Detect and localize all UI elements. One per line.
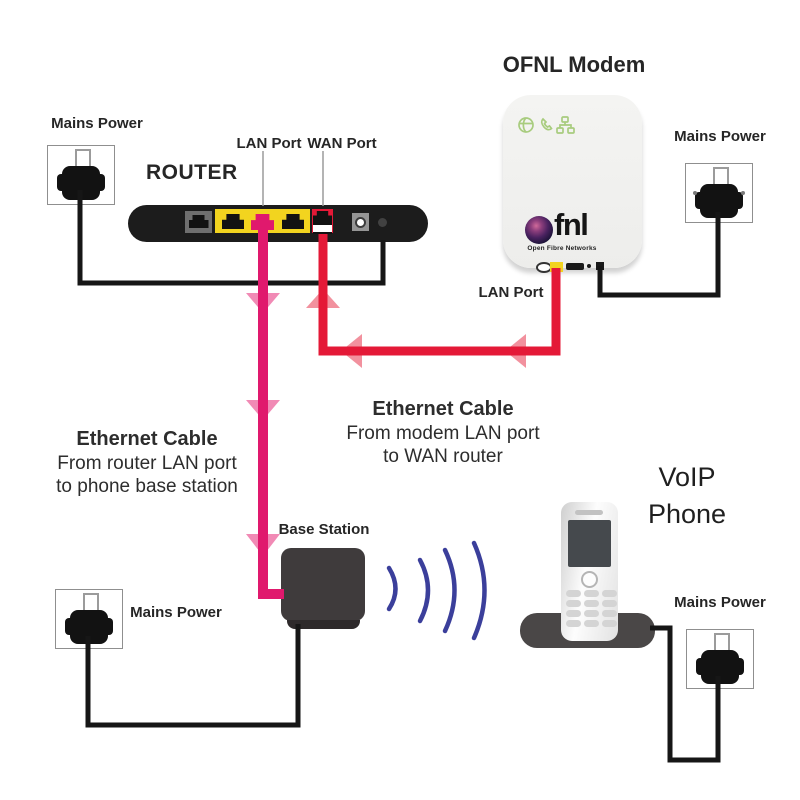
phone-key xyxy=(566,600,581,607)
wifi-arc-1 xyxy=(386,565,398,612)
ethernet-cable-lan-to-base xyxy=(258,226,284,599)
phone-key xyxy=(566,590,581,597)
modem-power-port xyxy=(596,262,604,270)
phone-earpiece xyxy=(575,510,603,515)
note-title: Ethernet Cable xyxy=(76,428,218,450)
modem-led xyxy=(587,264,591,268)
modem-lan-port-label: LAN Port xyxy=(478,284,544,301)
pink-arrow-down-2 xyxy=(246,400,280,420)
rj45-icon xyxy=(313,211,332,223)
phone-key xyxy=(584,610,599,617)
router-ethernet-port-gray xyxy=(185,211,212,233)
note-router-to-base: Ethernet Cable From router LAN port to p… xyxy=(41,428,253,499)
modem-lan-port xyxy=(550,262,563,272)
note-line: to WAN router xyxy=(383,446,503,467)
modem-title: OFNL Modem xyxy=(502,52,646,77)
phone-key xyxy=(566,610,581,617)
ofnl-modem-device: fnl Open Fibre Networks xyxy=(503,95,642,273)
phone-screen xyxy=(568,520,611,567)
wan-cable-plug xyxy=(313,223,332,234)
router-wan-port-label: WAN Port xyxy=(307,135,377,152)
wifi-waves-icon xyxy=(386,540,487,641)
rj45-icon xyxy=(282,214,304,229)
phone-key xyxy=(584,590,599,597)
red-arrow-up xyxy=(306,289,340,308)
power-plug-wing xyxy=(696,658,744,675)
power-socket-phone xyxy=(686,629,754,689)
base-station-label: Base Station xyxy=(278,521,370,538)
pink-arrow-down-1 xyxy=(246,293,280,313)
phone-key xyxy=(602,610,617,617)
power-socket-modem xyxy=(685,163,753,223)
voip-phone-label: VoIP Phone xyxy=(622,459,752,533)
socket-screw xyxy=(741,191,745,195)
ofnl-logo-globe xyxy=(525,216,553,244)
note-modem-to-router: Ethernet Cable From modem LAN port to WA… xyxy=(337,398,549,469)
modem-port-slot xyxy=(566,263,584,270)
router-power-jack xyxy=(352,213,369,231)
power-plug-wing xyxy=(65,618,113,635)
phone-key xyxy=(602,590,617,597)
voip-phone-label-line1: VoIP xyxy=(658,462,716,492)
wifi-arc-3 xyxy=(442,547,457,634)
base-station-foot xyxy=(287,620,360,629)
mains-power-label-router: Mains Power xyxy=(51,115,143,132)
ofnl-logo-text: fnl xyxy=(554,207,589,242)
rj45-icon xyxy=(222,214,244,229)
note-line: From modem LAN port xyxy=(346,422,540,444)
voip-phone-handset xyxy=(561,502,618,641)
router-label: ROUTER xyxy=(146,161,238,184)
wifi-arc-2 xyxy=(417,557,431,624)
phone-key xyxy=(584,600,599,607)
power-jack-hole xyxy=(355,216,366,228)
phone-key xyxy=(584,620,599,627)
red-arrow-left-2 xyxy=(505,334,526,368)
router-lan-port-block xyxy=(215,209,310,233)
mains-power-label-phone: Mains Power xyxy=(674,594,766,611)
phone-keypad xyxy=(566,590,617,627)
base-station-device xyxy=(281,548,365,621)
red-arrow-left-1 xyxy=(341,334,362,368)
globe-icon xyxy=(518,117,534,133)
phone-nav-button xyxy=(581,571,598,588)
power-plug-wing xyxy=(695,192,743,209)
router-device xyxy=(128,205,428,242)
router-lan-port-label: LAN Port xyxy=(236,135,302,152)
note-line: to phone base station xyxy=(56,476,238,497)
modem-status-icons xyxy=(518,116,575,134)
power-plug-wing xyxy=(57,174,105,191)
note-title: Ethernet Cable xyxy=(372,398,514,420)
rj45-icon xyxy=(188,215,209,228)
socket-screw xyxy=(693,191,697,195)
phone-key xyxy=(566,620,581,627)
power-socket-base-station xyxy=(55,589,123,649)
wifi-arc-4 xyxy=(471,540,487,641)
ofnl-logo-subtext: Open Fibre Networks xyxy=(527,245,597,252)
mains-power-label-base-station: Mains Power xyxy=(130,604,222,621)
power-socket-router xyxy=(47,145,115,205)
phone-key xyxy=(602,620,617,627)
mains-power-label-modem: Mains Power xyxy=(674,128,766,145)
voip-phone-label-line2: Phone xyxy=(647,499,727,529)
note-line: From router LAN port xyxy=(57,452,237,474)
router-reset-button xyxy=(378,218,387,227)
router-wan-port xyxy=(312,209,333,234)
phone-key xyxy=(602,600,617,607)
network-icon xyxy=(556,116,575,134)
lan-cable-plug xyxy=(251,214,274,230)
phone-icon xyxy=(540,117,553,131)
